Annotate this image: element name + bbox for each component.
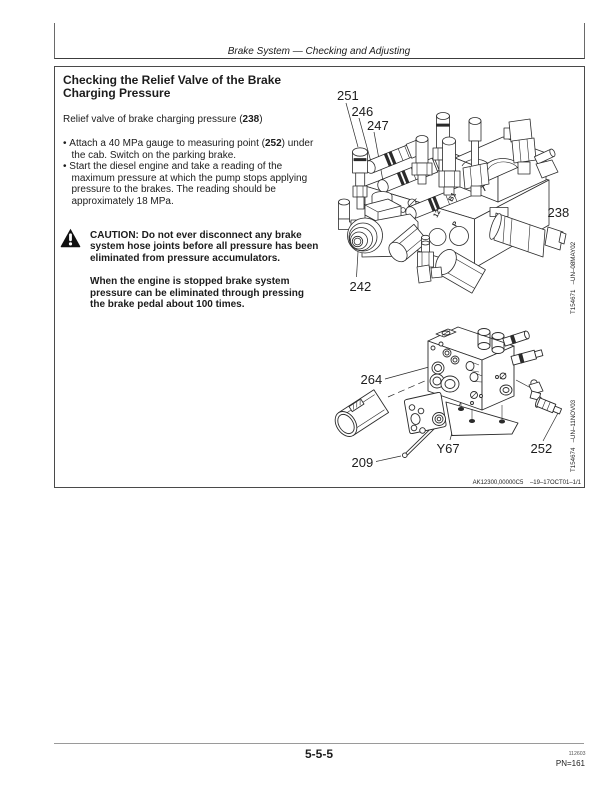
svg-text:B1: B1 xyxy=(448,192,458,203)
svg-text:242: 242 xyxy=(350,279,372,294)
svg-text:238: 238 xyxy=(548,205,570,220)
svg-text:209: 209 xyxy=(352,455,374,470)
svg-text:252: 252 xyxy=(531,441,553,456)
svg-text:246: 246 xyxy=(352,104,374,119)
svg-text:264: 264 xyxy=(361,372,383,387)
svg-text:Y67: Y67 xyxy=(437,441,460,456)
svg-text:12: 12 xyxy=(433,209,443,219)
svg-text:251: 251 xyxy=(337,88,359,103)
svg-text:247: 247 xyxy=(367,118,389,133)
svg-text:T: T xyxy=(480,183,489,193)
svg-text:P: P xyxy=(452,220,461,228)
